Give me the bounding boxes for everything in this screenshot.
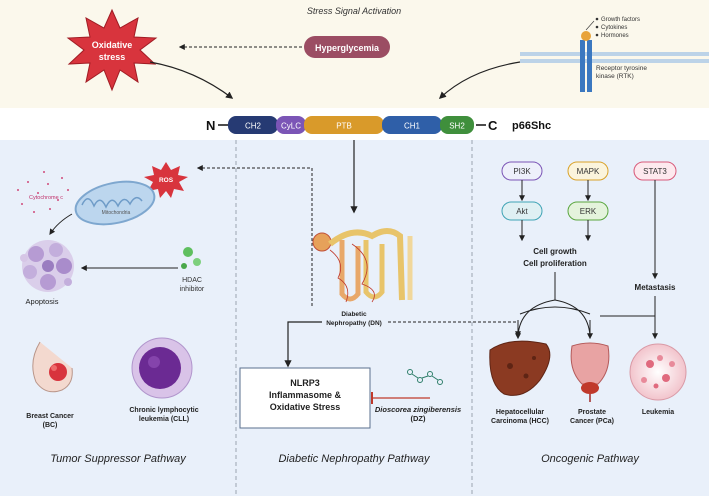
svg-text:MAPK: MAPK xyxy=(577,167,600,176)
hyperglycemia-label: Hyperglycemia xyxy=(315,43,380,53)
hcc-label-line1: Hepatocellular xyxy=(496,409,545,416)
nlrp3-box xyxy=(239,367,371,429)
nlrp3-line3: Oxidative Stress xyxy=(270,402,341,412)
nlrp3-line2: Inflammasome & xyxy=(269,390,342,400)
hdac-inhibitor-icon xyxy=(181,247,201,269)
nlrp3-line1: NLRP3 xyxy=(290,378,320,388)
oxidative-stress-burst: Oxidative stress xyxy=(66,8,158,92)
dz-molecule-icon xyxy=(407,369,443,385)
hyperglycemia-pill xyxy=(304,36,390,58)
ros-burst: ROS xyxy=(144,162,188,198)
mitochondria-label: Mitochondria xyxy=(102,210,131,216)
diabetic-title: Diabetic Nephropathy Pathway xyxy=(278,453,431,465)
cell-growth-label: Cell growth xyxy=(533,247,577,256)
dn-label-line2: Nephropathy (DN) xyxy=(326,320,382,327)
c-terminal: C xyxy=(488,118,498,133)
leukemia-icon xyxy=(629,343,687,401)
cytochrome-dots xyxy=(17,171,69,213)
hdac-label-line2: inhibitor xyxy=(180,286,205,293)
oxidative-stress-line2: stress xyxy=(99,52,126,62)
rtk-to-protein-arrow xyxy=(438,61,521,99)
domain-label-ch1: CH1 xyxy=(404,122,421,131)
domain-cylc xyxy=(276,116,306,134)
dz-abbr: (DZ) xyxy=(411,414,426,423)
tumor-suppressor-title: Tumor Suppressor Pathway xyxy=(50,453,187,465)
signal-hormones: Hormones xyxy=(601,33,629,39)
leukemia-label: Leukemia xyxy=(642,409,674,416)
cll-label-line2: leukemia (CLL) xyxy=(139,416,189,423)
signal-growth-factors: Growth factors xyxy=(601,17,640,23)
domain-ptb xyxy=(304,116,384,134)
domain-label-sh2: SH2 xyxy=(449,122,465,131)
rtk-label-line1: Receptor tyrosine xyxy=(596,65,647,72)
rtk-label-line2: kinase (RTK) xyxy=(596,73,634,80)
apoptosis-label: Apoptosis xyxy=(26,297,59,306)
growth-to-cancers-arrows xyxy=(517,272,591,337)
svg-text:STAT3: STAT3 xyxy=(643,167,667,176)
nephron-icon xyxy=(312,228,413,303)
dn-to-nlrp3-arrow xyxy=(284,321,322,368)
hdac-label-line1: HDAC xyxy=(182,277,202,284)
rtk-receptor-icon xyxy=(520,20,709,92)
signal-cytokines: Cytokines xyxy=(601,25,627,31)
oxidative-to-protein-arrow xyxy=(149,61,234,99)
domain-sh2 xyxy=(440,116,474,134)
dz-name: Dioscorea zingiberensis xyxy=(375,405,461,414)
svg-text:PI3K: PI3K xyxy=(513,167,531,176)
cll-label-line1: Chronic lymphocytic xyxy=(129,407,198,414)
breast-cancer-label-line1: Breast Cancer xyxy=(26,413,74,420)
mitochondria-icon xyxy=(74,180,156,226)
apoptosis-cell-icon xyxy=(20,240,74,292)
breast-cancer-label-line2: (BC) xyxy=(43,422,58,429)
svg-text:ERK: ERK xyxy=(580,207,597,216)
metastasis-label: Metastasis xyxy=(635,283,676,292)
protein-domains: CH2 CyLC PTB CH1 SH2 xyxy=(228,116,474,134)
cell-proliferation-label: Cell proliferation xyxy=(523,259,587,268)
prostate-label-line2: Cancer (PCa) xyxy=(570,418,614,425)
dn-label-line1: Diabetic xyxy=(341,311,367,318)
header-title: Stress Signal Activation xyxy=(307,6,401,16)
svg-text:ROS: ROS xyxy=(159,177,174,184)
protein-to-ros-arrow xyxy=(196,165,313,306)
domain-ch2 xyxy=(228,116,278,134)
domain-label-cylc: CyLC xyxy=(281,122,301,131)
oncogenic-title: Oncogenic Pathway xyxy=(541,453,640,465)
domain-label-ch2: CH2 xyxy=(245,122,262,131)
prostate-icon xyxy=(570,342,610,402)
liver-icon xyxy=(489,340,551,396)
domain-label-ptb: PTB xyxy=(336,122,352,131)
domain-ch1 xyxy=(382,116,442,134)
n-terminal: N xyxy=(206,118,215,133)
cll-cell-icon xyxy=(131,337,193,399)
hcc-label-line2: Carcinoma (HCC) xyxy=(491,418,549,425)
oxidative-stress-line1: Oxidative xyxy=(92,40,133,50)
prostate-label-line1: Prostate xyxy=(578,409,606,416)
breast-cancer-icon xyxy=(32,341,73,393)
protein-name: p66Shc xyxy=(512,120,551,132)
mito-to-apoptosis-arrow xyxy=(49,213,73,235)
rtk-signal-list: Growth factors Cytokines Hormones xyxy=(595,17,640,39)
svg-text:Akt: Akt xyxy=(516,207,528,216)
cytochrome-label: Cytochrome c xyxy=(29,195,63,201)
